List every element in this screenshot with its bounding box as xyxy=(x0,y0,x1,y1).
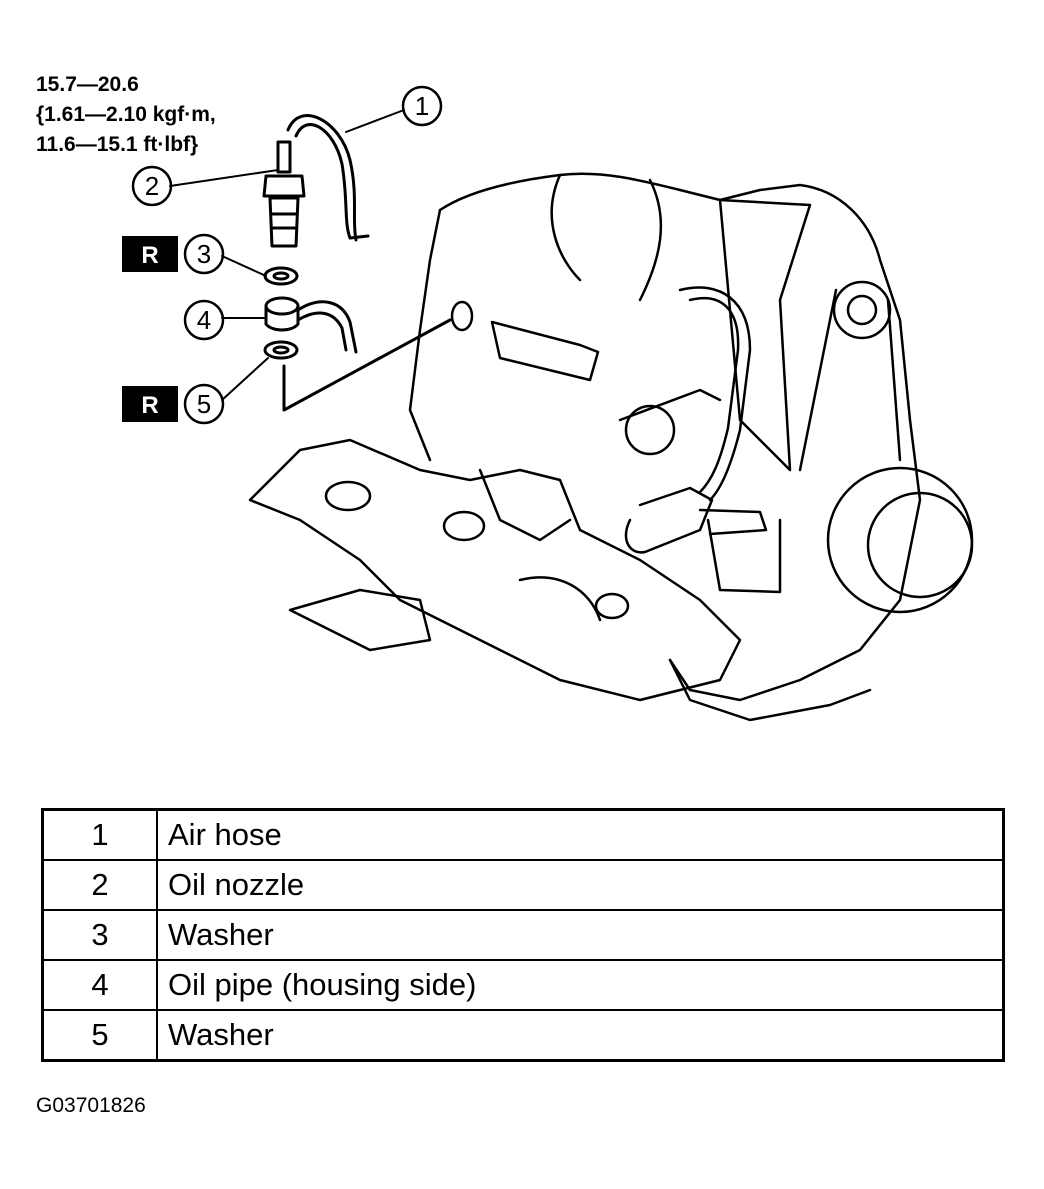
washer-lower xyxy=(263,340,299,360)
part-number: 4 xyxy=(41,959,158,1011)
table-row: 4 Oil pipe (housing side) xyxy=(41,959,1005,1011)
callout-5-number: 5 xyxy=(197,389,211,419)
callout-2-number: 2 xyxy=(145,171,159,201)
callout-2-leader xyxy=(169,169,279,187)
replace-badge-5-label: R xyxy=(141,392,158,419)
oil-nozzle xyxy=(262,140,306,248)
oil-pipe xyxy=(264,296,358,354)
table-row: 3 Washer xyxy=(41,909,1005,961)
torque-spec: 15.7—20.6 {1.61—2.10 kgf·m, 11.6—15.1 ft… xyxy=(36,70,216,160)
torque-spec-ftlbf: 11.6—15.1 ft·lbf} xyxy=(36,133,199,156)
part-description: Washer xyxy=(156,909,1005,961)
figure-code: G03701826 xyxy=(36,1094,146,1117)
callout-4-circle xyxy=(183,299,225,341)
air-hose xyxy=(286,114,370,242)
exploded-view-diagram: 1 2 3 4 5 R R xyxy=(122,85,974,722)
callout-3-leader xyxy=(221,255,267,277)
callout-1-number: 1 xyxy=(415,91,429,121)
parts-table: 1 Air hose 2 Oil nozzle 3 Washer 4 Oil p… xyxy=(41,808,1005,1062)
part-number: 2 xyxy=(41,859,158,911)
part-number: 5 xyxy=(41,1009,158,1062)
washer-upper xyxy=(263,266,299,286)
engine-housing xyxy=(408,172,974,722)
replace-badge-3: R xyxy=(122,236,178,272)
replace-badge-3-label: R xyxy=(141,242,158,269)
part-number: 1 xyxy=(41,808,158,861)
table-row: 5 Washer xyxy=(41,1009,1005,1062)
callout-2-circle xyxy=(131,165,173,207)
part-description: Air hose xyxy=(156,808,1005,861)
callout-3-circle xyxy=(183,233,225,275)
callout-1-leader xyxy=(345,109,405,133)
manifold xyxy=(248,438,742,702)
table-row: 2 Oil nozzle xyxy=(41,859,1005,911)
callout-3-number: 3 xyxy=(197,239,211,269)
callout-1-circle xyxy=(401,85,443,127)
part-description: Washer xyxy=(156,1009,1005,1062)
torque-spec-nm: 15.7—20.6 xyxy=(36,73,139,96)
callout-4-number: 4 xyxy=(197,305,211,335)
part-description: Oil nozzle xyxy=(156,859,1005,911)
callout-5-circle xyxy=(183,383,225,425)
part-number: 3 xyxy=(41,909,158,961)
table-row: 1 Air hose xyxy=(41,808,1005,861)
part-description: Oil pipe (housing side) xyxy=(156,959,1005,1011)
replace-badge-5: R xyxy=(122,386,178,422)
torque-spec-kgfm: {1.61—2.10 kgf·m, xyxy=(36,103,216,126)
callout-5-leader xyxy=(221,357,269,401)
